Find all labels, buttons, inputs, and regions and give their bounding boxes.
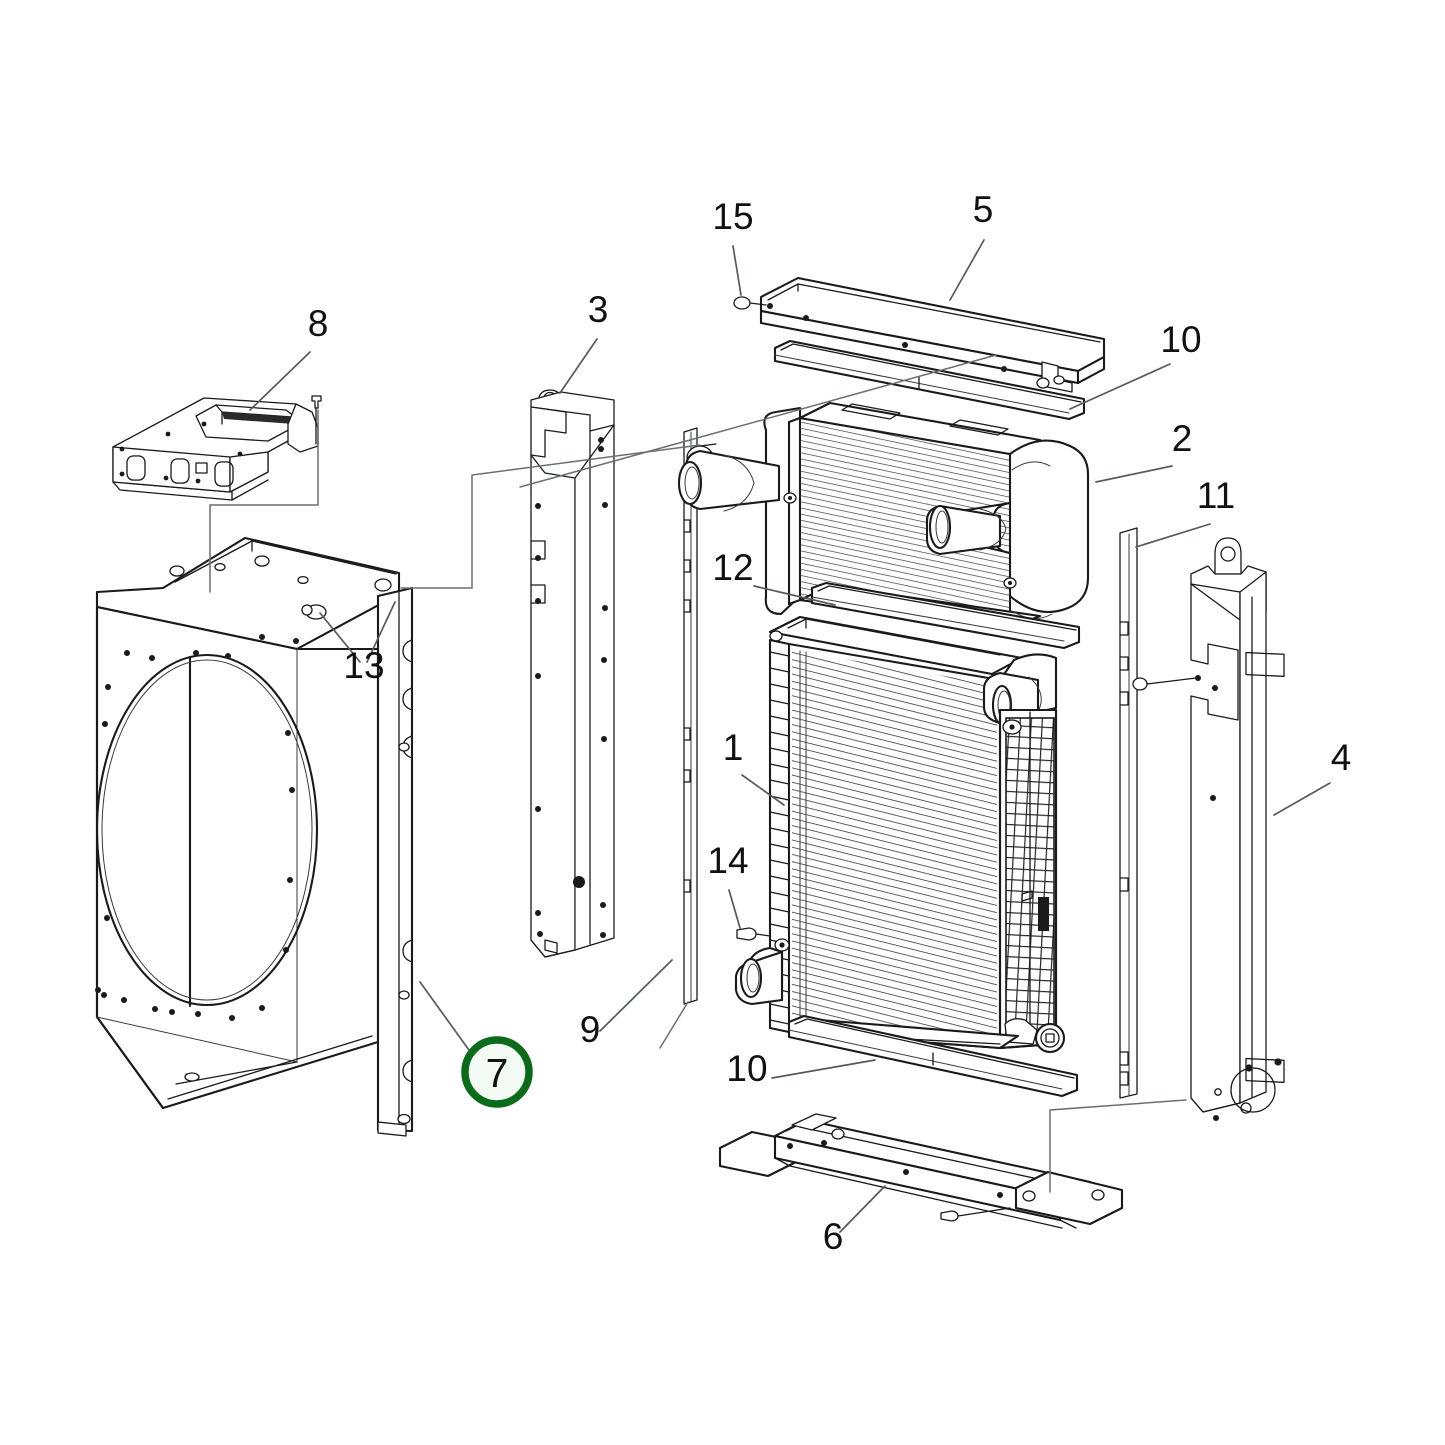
callout-labels: 15 5 8 3 10 2 11 12 13 1 4 14 9 10 6: [308, 189, 1352, 1257]
part-14-drain-plug: [736, 927, 771, 941]
part-8-mounting-bracket: [112, 395, 322, 501]
part-5-upper-cover-panel: [759, 276, 1106, 393]
highlighted-callout-7[interactable]: 7: [461, 1036, 533, 1108]
callout-15[interactable]: 15: [712, 196, 753, 237]
callout-5[interactable]: 5: [973, 189, 994, 230]
callout-10-top[interactable]: 10: [1160, 319, 1201, 360]
callout-3[interactable]: 3: [588, 289, 609, 330]
callout-11[interactable]: 11: [1197, 475, 1235, 516]
part-11-right-seal-strip: [1119, 527, 1138, 1099]
leader-lines: [209, 239, 1331, 1233]
callout-2[interactable]: 2: [1172, 418, 1193, 459]
part-4-right-support-post: [1132, 537, 1285, 1121]
part-7-fan-shroud: [95, 536, 414, 1137]
callout-13[interactable]: 13: [343, 645, 384, 686]
callout-4[interactable]: 4: [1331, 737, 1352, 778]
callout-8[interactable]: 8: [308, 303, 329, 344]
part-15-screw: [733, 296, 767, 310]
callout-14[interactable]: 14: [707, 840, 748, 881]
part-1-radiator: [734, 615, 1066, 1054]
callout-10-bottom[interactable]: 10: [726, 1048, 767, 1089]
callout-12[interactable]: 12: [712, 547, 753, 588]
part-12-middle-seal-strip: [810, 581, 1081, 650]
part-10-upper-seal-strip: [773, 339, 1086, 421]
callout-6[interactable]: 6: [823, 1216, 844, 1257]
highlight-ring: [461, 1036, 533, 1108]
part-9-left-seal-strip: [683, 427, 717, 1005]
highlight-label: 7: [486, 1050, 509, 1096]
part-6-lower-crossmember: [718, 1113, 1124, 1229]
part-3-left-side-panel: [530, 389, 615, 958]
part-10-lower-seal-strip: [787, 1014, 1079, 1098]
callout-9[interactable]: 9: [580, 1009, 601, 1050]
callout-1[interactable]: 1: [723, 727, 744, 768]
